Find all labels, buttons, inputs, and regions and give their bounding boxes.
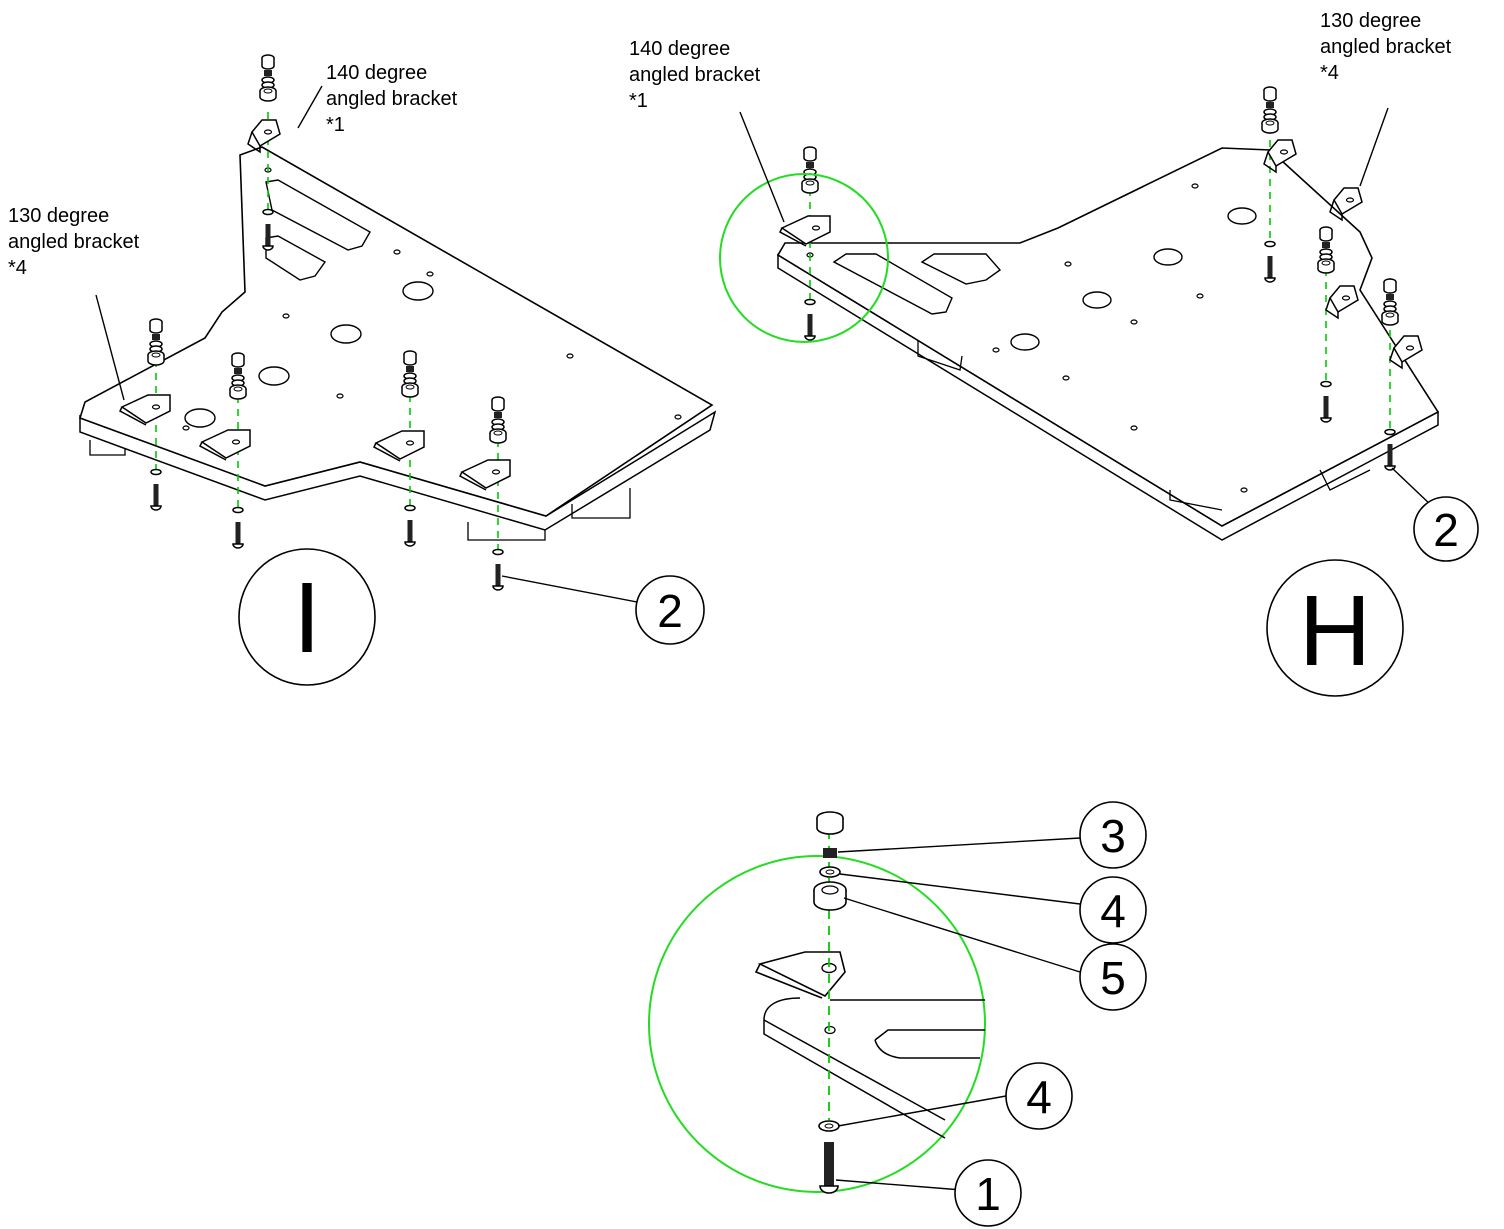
view-letter-I: I <box>293 562 321 674</box>
callout-circle-left-2 <box>635 575 705 645</box>
callout-circle-5 <box>1079 943 1147 1011</box>
callout-number-3: 3 <box>1100 810 1126 862</box>
callout-number-4-bottom: 4 <box>1026 1071 1052 1123</box>
callout-circle-4-top <box>1079 876 1147 944</box>
view-circle-H <box>1266 559 1404 697</box>
callout-number-5: 5 <box>1100 952 1126 1004</box>
label-line: 130 degree <box>8 205 110 227</box>
label-right-140-bracket: 140 degree angled bracket *1 <box>629 36 760 114</box>
label-left-130-bracket: 130 degree angled bracket *4 <box>8 203 139 281</box>
label-line: angled bracket <box>8 231 140 253</box>
label-left-140-bracket: 140 degree angled bracket *1 <box>326 60 457 138</box>
view-circle-I <box>238 548 376 686</box>
label-line: *1 <box>629 90 648 112</box>
callout-circle-3 <box>1079 801 1147 869</box>
label-line: *4 <box>8 257 27 279</box>
view-letter-H: H <box>1299 575 1371 687</box>
label-line: 140 degree <box>629 38 731 60</box>
callout-number-4-top: 4 <box>1100 885 1126 937</box>
detail-circle <box>648 855 986 1193</box>
label-line: angled bracket <box>326 88 458 110</box>
left-assembly-view <box>79 54 717 603</box>
detail-indicator-circle <box>719 173 889 343</box>
callout-circle-4-bottom <box>1005 1062 1073 1130</box>
label-line: 130 degree <box>1320 10 1422 32</box>
callout-number-left-2: 2 <box>657 585 683 637</box>
callout-number-right-2: 2 <box>1433 504 1459 556</box>
label-line: *1 <box>326 114 345 136</box>
label-right-130-bracket: 130 degree angled bracket *4 <box>1320 8 1451 86</box>
label-line: angled bracket <box>1320 36 1452 58</box>
callout-number-1: 1 <box>975 1168 1001 1220</box>
detail-view <box>648 811 1081 1194</box>
label-line: angled bracket <box>629 64 761 86</box>
label-line: 140 degree <box>326 62 428 84</box>
label-line: *4 <box>1320 62 1339 84</box>
callout-circle-right-2 <box>1413 496 1479 562</box>
right-assembly-view <box>719 86 1440 541</box>
callout-circle-1 <box>954 1159 1022 1227</box>
